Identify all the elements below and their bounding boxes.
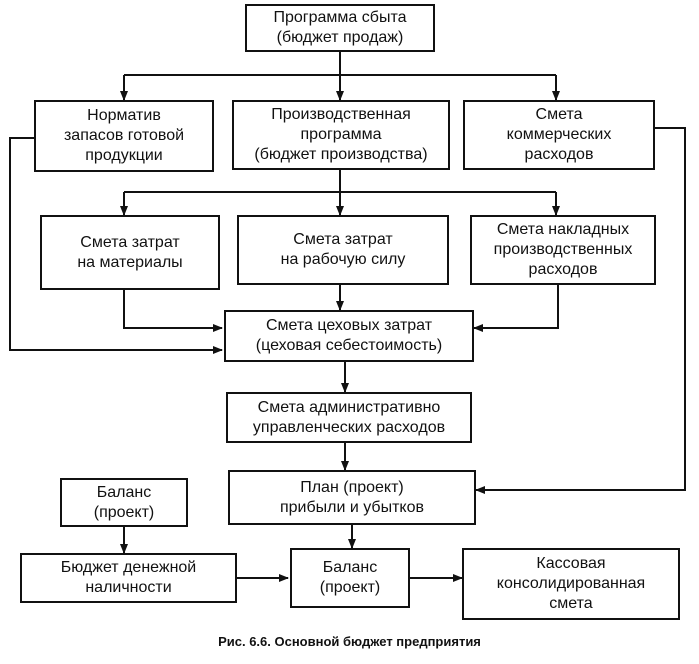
edge-materials-to-shop [123, 290, 223, 332]
node-line: План (проект) [300, 478, 404, 496]
node-sales-program: Программа сбыта (бюджет продаж) [245, 4, 435, 52]
node-line: расходов [528, 261, 598, 278]
node-balance-top: Баланс (проект) [60, 478, 188, 527]
node-line: Смета административно [257, 398, 441, 416]
edge-overhead-to-shop [473, 285, 559, 332]
node-line: управленческих расходов [252, 418, 446, 436]
node-line: (проект) [319, 579, 381, 596]
node-materials-costs: Смета затрат на материалы [40, 215, 220, 290]
node-inventory-norm: Норматив запасов готовой продукции [34, 100, 214, 172]
node-line: Смета [535, 106, 583, 123]
node-line: Баланс [96, 483, 152, 501]
edge-commercial-to-profit [475, 127, 686, 494]
node-line: Смета накладных [496, 221, 630, 238]
node-admin-costs: Смета административно управленческих рас… [226, 392, 472, 443]
node-line: запасов готовой [63, 127, 185, 144]
node-commercial-costs: Смета коммерческих расходов [463, 100, 655, 170]
node-line: Баланс [322, 559, 378, 576]
node-line: консолидированная [496, 575, 646, 592]
node-profit-plan: План (проект) прибыли и убытков [228, 470, 476, 525]
node-line: коммерческих [506, 126, 612, 143]
node-line: продукции [85, 147, 163, 164]
node-cash-consolidated: Кассовая консолидированная смета [462, 548, 680, 620]
node-line: Смета затрат [293, 231, 393, 248]
node-line: (бюджет продаж) [276, 29, 404, 46]
node-line: программа [300, 126, 382, 143]
node-line: Смета затрат [80, 233, 180, 251]
node-line: (бюджет производства) [254, 146, 428, 163]
edge-inventory-to-shop [9, 137, 223, 354]
node-line: смета [549, 595, 593, 612]
node-line: на материалы [77, 253, 183, 271]
node-line: прибыли и убытков [279, 498, 424, 516]
node-line: Программа сбыта [273, 9, 407, 26]
figure-caption: Рис. 6.6. Основной бюджет предприятия [218, 634, 481, 649]
node-production-program: Производственная программа (бюджет произ… [232, 100, 450, 170]
node-overhead-costs: Смета накладных производственных расходо… [470, 215, 656, 285]
node-line: Производственная [271, 106, 411, 123]
node-line: Норматив [87, 107, 161, 124]
node-shop-costs: Смета цеховых затрат (цеховая себестоимо… [224, 310, 474, 362]
node-balance-bottom: Баланс (проект) [290, 548, 410, 608]
node-labor-costs: Смета затрат на рабочую силу [237, 215, 449, 285]
node-line: на рабочую силу [280, 251, 406, 268]
node-line: (проект) [93, 503, 155, 521]
node-line: (цеховая себестоимость) [255, 337, 443, 354]
node-line: наличности [85, 579, 172, 596]
node-line: расходов [524, 146, 594, 163]
node-line: производственных [493, 241, 633, 258]
node-cash-budget: Бюджет денежной наличности [20, 553, 237, 603]
node-line: Бюджет денежной [60, 559, 197, 576]
node-line: Кассовая [536, 555, 606, 572]
node-line: Смета цеховых затрат [265, 317, 433, 334]
